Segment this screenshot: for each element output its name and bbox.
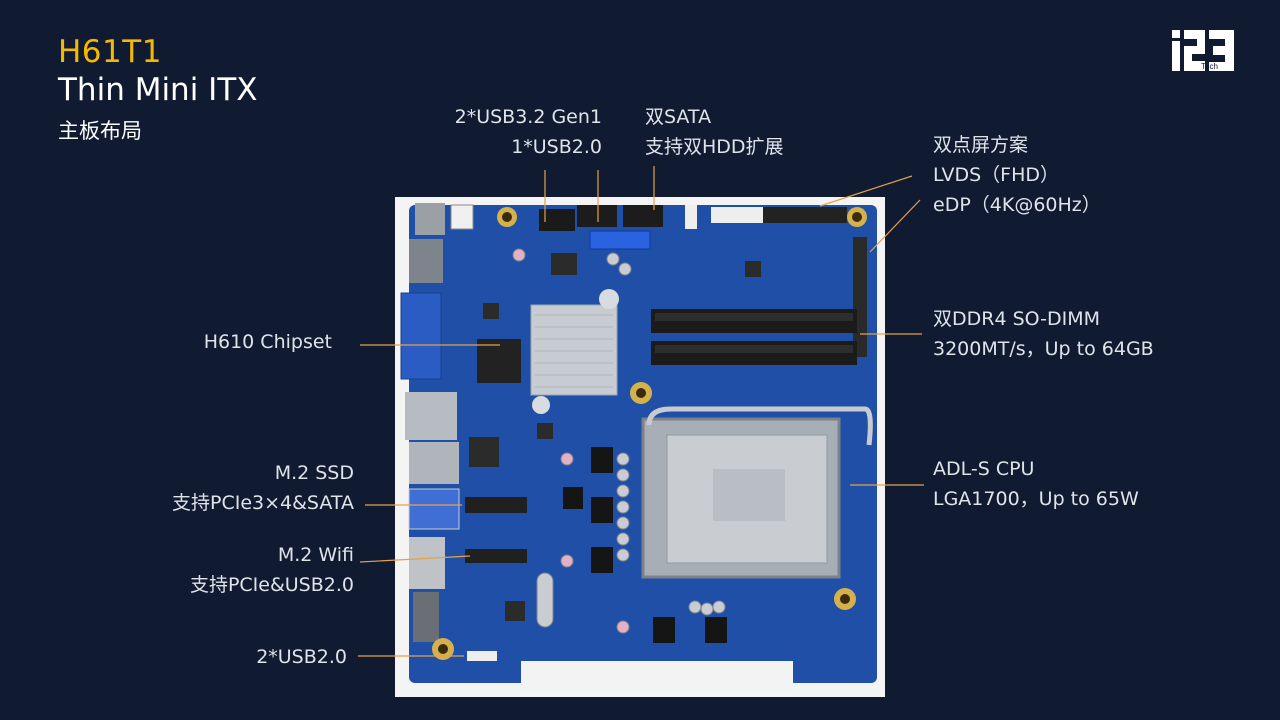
svg-text:Tech: Tech <box>1201 62 1218 71</box>
usb-rear-label: 2*USB2.0 <box>256 642 347 672</box>
sata-line1: 双SATA <box>645 106 712 128</box>
edp-connector <box>853 237 867 357</box>
memory-line1: 双DDR4 SO-DIMM <box>933 308 1101 330</box>
layout-subtitle: 主板布局 <box>58 119 142 143</box>
title-block: H61T1 Thin Mini ITX 主板布局 <box>58 34 258 148</box>
chipset-line1: H610 Chipset <box>203 331 332 353</box>
display-line2: LVDS（FHD） <box>933 164 1060 186</box>
motherboard-photo <box>395 197 885 697</box>
usb2-header <box>467 651 497 661</box>
cpu-label: ADL-S CPU LGA1700，Up to 65W <box>933 454 1139 514</box>
usb3-header <box>589 230 651 250</box>
chipset-label: H610 Chipset <box>204 327 332 357</box>
usb-stack-1 <box>405 392 457 440</box>
memory-line2: 3200MT/s，Up to 64GB <box>933 338 1154 360</box>
m2-ssd-label: M.2 SSD 支持PCIe3×4&SATA <box>172 458 354 518</box>
usb-rear-line1: 2*USB2.0 <box>256 646 347 668</box>
usb-header-line1: 2*USB3.2 Gen1 <box>454 106 602 128</box>
m2-wifi-slot <box>465 549 527 563</box>
audio-jacks <box>409 537 445 589</box>
m2-wifi-line2: 支持PCIe&USB2.0 <box>189 574 354 596</box>
sata-1 <box>577 205 617 227</box>
dc-jack <box>415 203 445 235</box>
display-line3: eDP（4K@60Hz） <box>933 194 1101 216</box>
board-components <box>400 203 873 691</box>
i23-tech-logo: Tech <box>1172 30 1234 71</box>
model-title: H61T1 <box>58 34 162 70</box>
lan-port <box>409 442 459 484</box>
cpu-line2: LGA1700，Up to 65W <box>933 488 1139 510</box>
ite-chip <box>477 339 521 383</box>
cpu-line1: ADL-S CPU <box>933 458 1035 480</box>
usb-header-label: 2*USB3.2 Gen1 1*USB2.0 <box>455 102 602 162</box>
memory-label: 双DDR4 SO-DIMM 3200MT/s，Up to 64GB <box>933 304 1154 364</box>
usb-header-line2: 1*USB2.0 <box>511 136 602 158</box>
chipset-heatsink <box>530 304 618 396</box>
usb3-port <box>408 488 460 530</box>
sata-label: 双SATA 支持双HDD扩展 <box>645 102 784 162</box>
display-label: 双点屏方案 LVDS（FHD） eDP（4K@60Hz） <box>933 130 1101 220</box>
m2-wifi-line1: M.2 Wifi <box>277 544 354 566</box>
sata-2 <box>623 205 663 227</box>
display-line1: 双点屏方案 <box>933 134 1029 156</box>
sata-line2: 支持双HDD扩展 <box>645 136 784 158</box>
vga-port <box>400 292 442 380</box>
m2-ssd-line1: M.2 SSD <box>274 462 354 484</box>
m2-wifi-label: M.2 Wifi 支持PCIe&USB2.0 <box>190 540 354 600</box>
m2-ssd-slot <box>465 497 527 513</box>
m2-ssd-line2: 支持PCIe3×4&SATA <box>172 492 354 514</box>
hdmi-port <box>409 239 443 283</box>
form-factor-title: Thin Mini ITX <box>58 72 258 108</box>
